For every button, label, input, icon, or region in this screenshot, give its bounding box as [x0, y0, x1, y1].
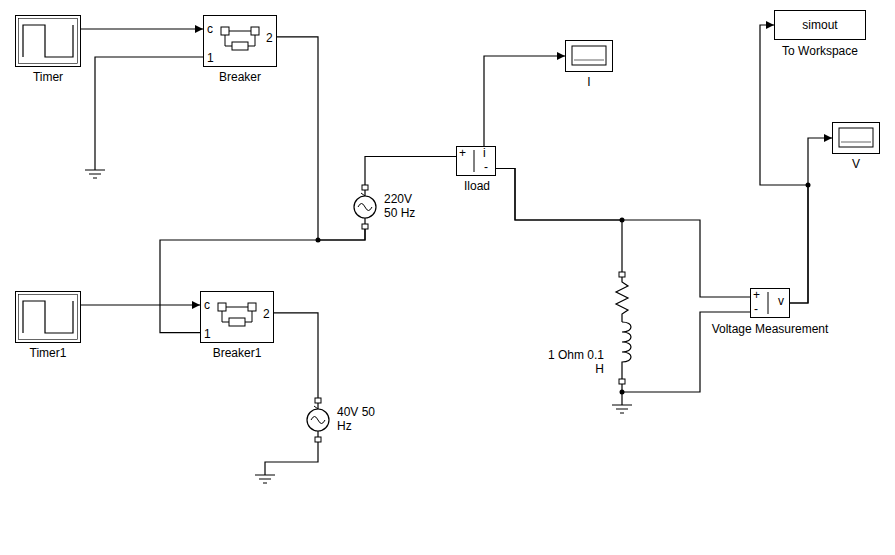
signal-line — [790, 138, 832, 303]
block-icon — [610, 272, 634, 384]
power-wire — [496, 169, 750, 298]
port-label: i — [483, 146, 486, 160]
scope-block: I — [565, 40, 615, 92]
block-label: Timer1 — [5, 346, 91, 360]
block-icon — [15, 291, 81, 343]
signal-line — [760, 25, 808, 303]
current-measurement: +i-Iload — [452, 146, 502, 198]
ac-voltage-source: 220V 50 Hz — [351, 185, 435, 229]
port-label: 1 — [204, 327, 211, 341]
block-label: V — [832, 157, 880, 171]
ground-wire — [95, 57, 622, 475]
voltage-measurement: +- vVoltage Measurement — [690, 288, 850, 340]
block-label: 1 Ohm 0.1 H — [540, 348, 604, 376]
block-symbol — [15, 291, 81, 343]
block-icon — [200, 291, 274, 343]
timer-block: Timer1 — [15, 291, 81, 363]
port-label: c — [207, 22, 213, 36]
block-icon — [15, 15, 81, 67]
series-rl-branch: 1 Ohm 0.1 H — [540, 272, 636, 384]
port-label: 2 — [263, 307, 270, 321]
ground-symbol — [85, 170, 105, 178]
block-icon — [565, 40, 613, 72]
block-symbol — [351, 185, 379, 229]
block-symbol — [200, 291, 274, 343]
power-wire — [274, 313, 318, 398]
block-label: 40V 50 Hz — [337, 405, 381, 433]
breaker-block: c12Breaker1 — [200, 291, 274, 363]
block-symbol — [610, 272, 634, 384]
block-label: 220V 50 Hz — [384, 192, 428, 220]
signal-line — [81, 28, 203, 29]
block-label: To Workspace — [755, 44, 885, 58]
block-label: Timer — [5, 70, 91, 84]
port-label: v — [778, 294, 784, 308]
block-icon — [203, 15, 277, 67]
block-label: Breaker1 — [190, 346, 284, 360]
block-label: simout — [774, 18, 866, 32]
power-wire — [277, 37, 365, 240]
port-label: 1 — [207, 51, 214, 65]
port-label: + — [753, 288, 760, 302]
port-label: 2 — [266, 31, 273, 45]
block-icon — [832, 122, 880, 154]
ground-symbol — [255, 475, 275, 483]
to-workspace-block: simoutTo Workspace — [770, 10, 870, 62]
block-label: Breaker — [193, 70, 287, 84]
block-icon — [351, 185, 379, 229]
timer-block: Timer — [15, 15, 81, 87]
scope-block: V — [832, 122, 884, 174]
block-symbol — [304, 398, 332, 442]
block-label: I — [565, 75, 613, 89]
port-label: - — [754, 302, 758, 316]
port-label: + — [459, 146, 466, 160]
block-label: Iload — [447, 179, 507, 193]
port-label: c — [204, 298, 210, 312]
block-symbol — [565, 40, 613, 72]
signal-line — [81, 304, 200, 305]
power-wire — [365, 157, 456, 186]
block-icon — [304, 398, 332, 442]
block-symbol — [832, 122, 880, 154]
signal-line — [484, 56, 565, 146]
ground-symbol — [612, 405, 632, 413]
block-symbol — [203, 15, 277, 67]
block-symbol — [15, 15, 81, 67]
breaker-block: c12Breaker — [203, 15, 277, 87]
ac-voltage-source: 40V 50 Hz — [304, 398, 384, 442]
port-label: - — [484, 160, 488, 174]
block-label: Voltage Measurement — [690, 322, 850, 336]
